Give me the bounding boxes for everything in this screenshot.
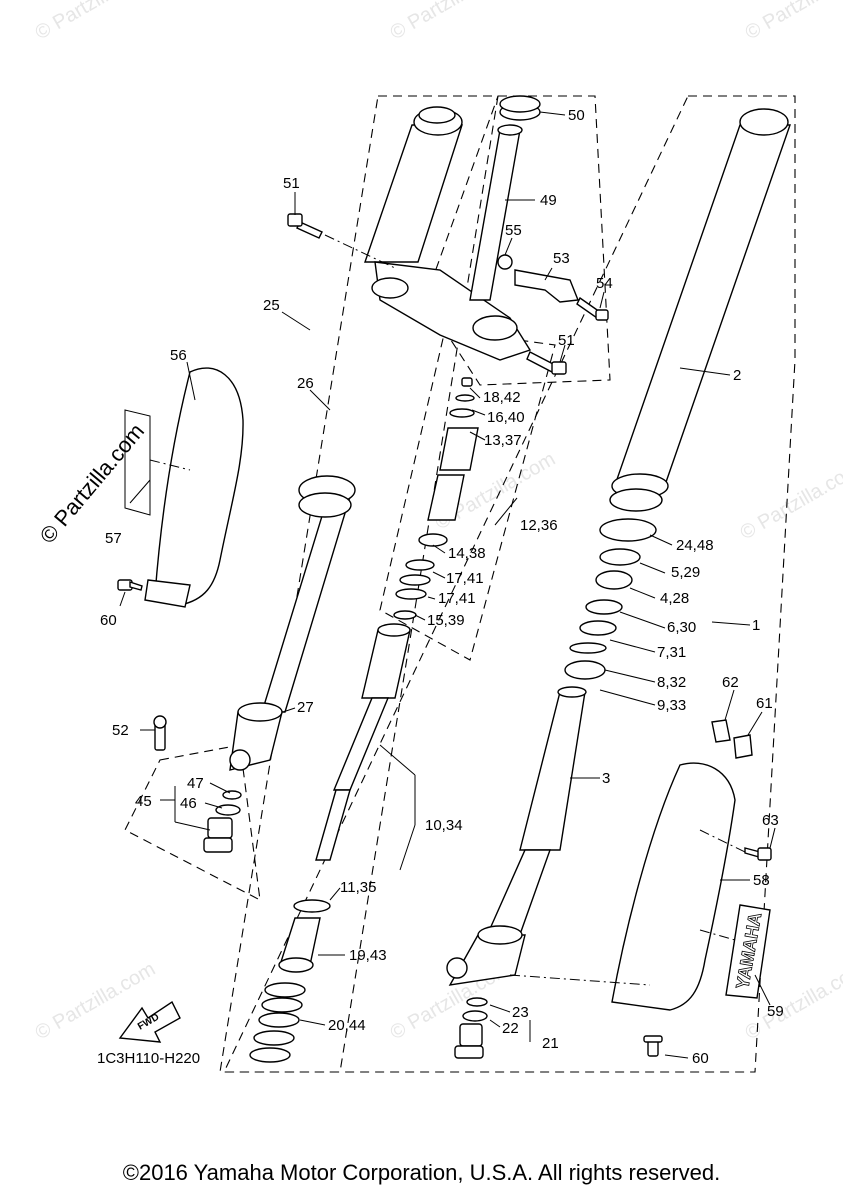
watermark-text: © Partzilla.com [387, 0, 515, 44]
callout-label: 8,32 [657, 674, 686, 691]
right-fork-guard [611, 762, 736, 1011]
callout-label: 17,41 [446, 570, 484, 587]
right-fork-outline [223, 95, 796, 1073]
left-fork-outline [219, 95, 499, 1073]
steering-stem [469, 124, 523, 301]
steering-stem-outline [424, 95, 611, 386]
callout-label: 50 [568, 107, 585, 124]
callout-label: 9,33 [657, 697, 686, 714]
callout-label: 21 [542, 1035, 559, 1052]
callout-label: 2 [733, 367, 741, 384]
brake-hose-holder [497, 254, 609, 321]
left-inner-tube [364, 106, 463, 263]
fwd-arrow-icon: FWD [118, 1000, 181, 1043]
left-fork-guard [144, 367, 244, 608]
callout-label: 19,43 [349, 947, 387, 964]
callout-label: 52 [112, 722, 129, 739]
leader-lines [119, 111, 776, 1059]
alignment-lines [149, 234, 746, 986]
callout-label: 6,30 [667, 619, 696, 636]
under-bracket [371, 261, 532, 361]
guard-screw-lower [643, 1035, 663, 1057]
callout-label: 25 [263, 297, 280, 314]
callout-label: 51 [558, 332, 575, 349]
front-fork-exploded-diagram: © Partzilla.com © Partzilla.com © Partzi… [32, 0, 843, 1073]
callout-label: 7,31 [657, 644, 686, 661]
guard-clips [711, 719, 753, 759]
callout-label: 58 [753, 872, 770, 889]
callout-label: 14,38 [448, 545, 486, 562]
right-inner-tube [483, 686, 587, 941]
right-drain-bolt-set [454, 997, 488, 1059]
callout-labels: 50 49 51 55 53 54 51 25 56 26 2 18,42 16… [97, 107, 784, 1067]
watermark-text: © Partzilla.com [737, 458, 843, 544]
assembly-outlines [124, 95, 796, 1073]
callout-label: 1 [752, 617, 760, 634]
callout-label: 60 [692, 1050, 709, 1067]
yamaha-decal: YAMAHA [725, 904, 771, 999]
callout-label: 27 [297, 699, 314, 716]
callout-label: 15,39 [427, 612, 465, 629]
right-outer-tube [609, 108, 791, 512]
damper-cartridge-parts [393, 377, 479, 620]
callout-label: 54 [596, 275, 613, 292]
callout-label: 51 [283, 175, 300, 192]
callout-label: 20,44 [328, 1017, 366, 1034]
callout-label: 55 [505, 222, 522, 239]
guard-screw-right [744, 847, 772, 861]
callout-label: 16,40 [487, 409, 525, 426]
left-outer-tube [261, 475, 356, 713]
drain-bolt-set [203, 790, 242, 853]
callout-label: 59 [767, 1003, 784, 1020]
guard-screw-upper [117, 579, 143, 591]
axle-pinch-bolt [153, 715, 167, 751]
callout-label: 24,48 [676, 537, 714, 554]
callout-label: 17,41 [438, 590, 476, 607]
o-ring [293, 899, 331, 913]
pinch-bolt-upper [287, 213, 323, 239]
callout-label: 5,29 [671, 564, 700, 581]
callout-label: 26 [297, 375, 314, 392]
watermark-text: © Partzilla.com [742, 0, 843, 44]
figure-code: 1C3H110-H220 [97, 1050, 200, 1067]
stem-bearing [499, 95, 541, 121]
watermark-text: © Partzilla.com [32, 0, 160, 44]
cartridge-kit-outline [379, 329, 556, 661]
callout-label: 45 [135, 793, 152, 810]
callout-label: 18,42 [483, 389, 521, 406]
callout-label: 49 [540, 192, 557, 209]
pinch-bolt-lower [526, 351, 567, 375]
callout-label: 47 [187, 775, 204, 792]
spring-guide [278, 917, 321, 973]
watermark-text-large: © Partzilla.com [35, 419, 149, 549]
callout-label: 63 [762, 812, 779, 829]
callout-label: 4,28 [660, 590, 689, 607]
callout-label: 60 [100, 612, 117, 629]
left-axle-bracket [229, 702, 283, 771]
callout-label: 53 [553, 250, 570, 267]
callout-label: 23 [512, 1004, 529, 1021]
callout-label: 11,35 [340, 879, 376, 896]
callout-label: 56 [170, 347, 187, 364]
callout-label: 13,37 [484, 432, 522, 449]
left-guard-decal [124, 409, 151, 516]
callout-label: 22 [502, 1020, 519, 1037]
fork-seal-stack [564, 518, 657, 680]
callout-label: 10,34 [425, 817, 463, 834]
callout-label: 61 [756, 695, 773, 712]
callout-label: 3 [602, 770, 610, 787]
damper-rod-assembly [315, 623, 411, 861]
fork-spring [249, 982, 306, 1063]
callout-label: 46 [180, 795, 197, 812]
copyright-notice: ©2016 Yamaha Motor Corporation, U.S.A. A… [122, 1160, 721, 1185]
callout-label: 12,36 [520, 517, 558, 534]
callout-label: 62 [722, 674, 739, 691]
callout-label: 57 [105, 530, 122, 547]
